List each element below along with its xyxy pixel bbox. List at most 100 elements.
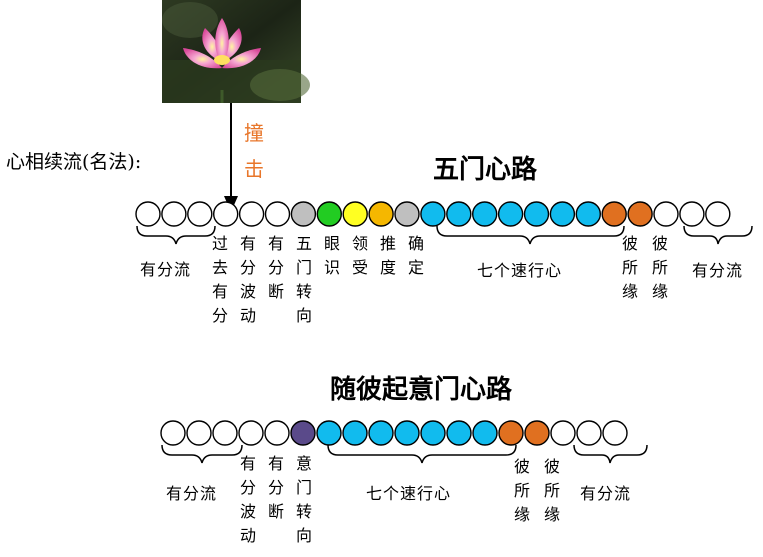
five-door-braces	[136, 225, 753, 245]
brace-bhavanga-end	[573, 444, 648, 464]
mind-door-mind-moments	[160, 420, 628, 446]
five-door-title: 五门心路	[433, 154, 538, 185]
lotus-flower-photo	[162, 0, 310, 103]
label-char: 门	[296, 478, 312, 497]
label-char: 波	[240, 282, 256, 301]
mind-moment-receiving	[342, 201, 368, 227]
mind-moment-javana	[394, 420, 420, 446]
mind-moment-bhavanga	[160, 420, 186, 446]
mind-moment-bhavanga	[187, 201, 213, 227]
mind-moment-bhavanga	[212, 420, 238, 446]
label-char: 转	[296, 282, 312, 301]
mind-moment-bhavanga	[705, 201, 731, 227]
label-char: 分	[268, 478, 284, 497]
brace-javana	[327, 444, 517, 464]
mind-moment-bhavanga	[550, 420, 576, 446]
label-char: 分	[212, 306, 228, 325]
mind-moment-javana	[446, 420, 472, 446]
label-registration-2: 彼所缘	[652, 234, 668, 301]
label-char: 缘	[514, 505, 530, 524]
label-char: 波	[240, 502, 256, 521]
mind-moment-arrest-bhavanga	[264, 201, 291, 227]
label-char: 向	[296, 526, 312, 545]
mind-moment-javana	[575, 201, 601, 227]
mind-moment-bhavanga	[679, 201, 705, 227]
label-determining: 确定	[408, 234, 424, 277]
label-char: 缘	[652, 282, 668, 301]
label-char: 向	[296, 306, 312, 325]
label-char: 彼	[544, 457, 560, 476]
label-bhavanga-start: 有分流	[166, 484, 217, 503]
label-char: 有	[212, 282, 228, 301]
label-char: 动	[240, 306, 256, 325]
mind-moment-past-bhavanga	[212, 201, 239, 227]
label-char: 识	[324, 258, 340, 277]
mind-moment-javana	[420, 201, 446, 227]
mind-moment-registration	[627, 201, 653, 227]
mind-moment-determining	[394, 201, 420, 227]
brace-bhavanga-start	[136, 225, 216, 245]
label-investigating: 推度	[380, 234, 396, 277]
mind-moment-vibrational-bhavanga	[238, 201, 265, 227]
label-char: 分	[240, 258, 256, 277]
mind-moment-five-door-adverting	[290, 201, 317, 227]
label-char: 缘	[622, 282, 638, 301]
mind-moment-javana	[497, 201, 524, 227]
label-char: 动	[240, 526, 256, 545]
label-char: 所	[544, 481, 560, 500]
label-char: 断	[268, 502, 284, 521]
label-char: 彼	[652, 234, 668, 253]
label-registration-1: 彼所缘	[622, 234, 638, 301]
mind-moment-javana	[523, 201, 550, 227]
mind-moment-registration	[498, 420, 524, 446]
label-arrest-bhavanga: 有分断	[268, 454, 284, 521]
label-javana: 七个速行心	[477, 261, 562, 280]
mind-moment-javana	[342, 420, 368, 446]
label-char: 分	[240, 478, 256, 497]
label-char: 确	[408, 234, 424, 253]
brace-javana	[436, 225, 625, 245]
impact-label-1: 撞	[244, 121, 264, 145]
brace-bhavanga-start	[161, 444, 243, 464]
label-char: 推	[380, 234, 396, 253]
label-registration-1: 彼所缘	[514, 457, 530, 524]
mind-moment-javana	[368, 420, 394, 446]
label-char: 分	[268, 258, 284, 277]
mind-moment-eye-consciousness	[316, 201, 342, 227]
label-eye-consciousness: 眼识	[324, 234, 340, 277]
label-char: 彼	[514, 457, 530, 476]
mind-moment-javana	[472, 201, 498, 227]
label-javana: 七个速行心	[366, 484, 451, 503]
mind-moment-bhavanga	[186, 420, 212, 446]
label-char: 彼	[622, 234, 638, 253]
mind-moment-registration	[601, 201, 627, 227]
label-char: 受	[352, 258, 368, 277]
label-registration-2: 彼所缘	[544, 457, 560, 524]
label-char: 断	[268, 282, 284, 301]
mind-moment-javana	[446, 201, 472, 227]
label-char: 有	[240, 234, 256, 253]
mind-moment-bhavanga	[653, 201, 679, 227]
mind-moment-bhavanga	[576, 420, 602, 446]
label-arrest-bhavanga: 有分断	[268, 234, 284, 301]
label-bhavanga-start: 有分流	[140, 260, 191, 279]
mind-moment-bhavanga	[602, 420, 628, 446]
label-char: 所	[652, 258, 668, 277]
label-char: 所	[622, 258, 638, 277]
mind-moment-investigating	[368, 201, 394, 227]
label-bhavanga-end: 有分流	[580, 484, 631, 503]
label-char: 转	[296, 502, 312, 521]
mind-moment-vibrational-bhavanga	[238, 420, 264, 446]
mind-moment-mind-door-adverting	[290, 420, 316, 446]
label-char: 有	[268, 454, 284, 473]
five-door-mind-moments	[135, 201, 731, 227]
label-char: 过	[212, 234, 228, 253]
mind-moment-javana	[549, 201, 576, 227]
